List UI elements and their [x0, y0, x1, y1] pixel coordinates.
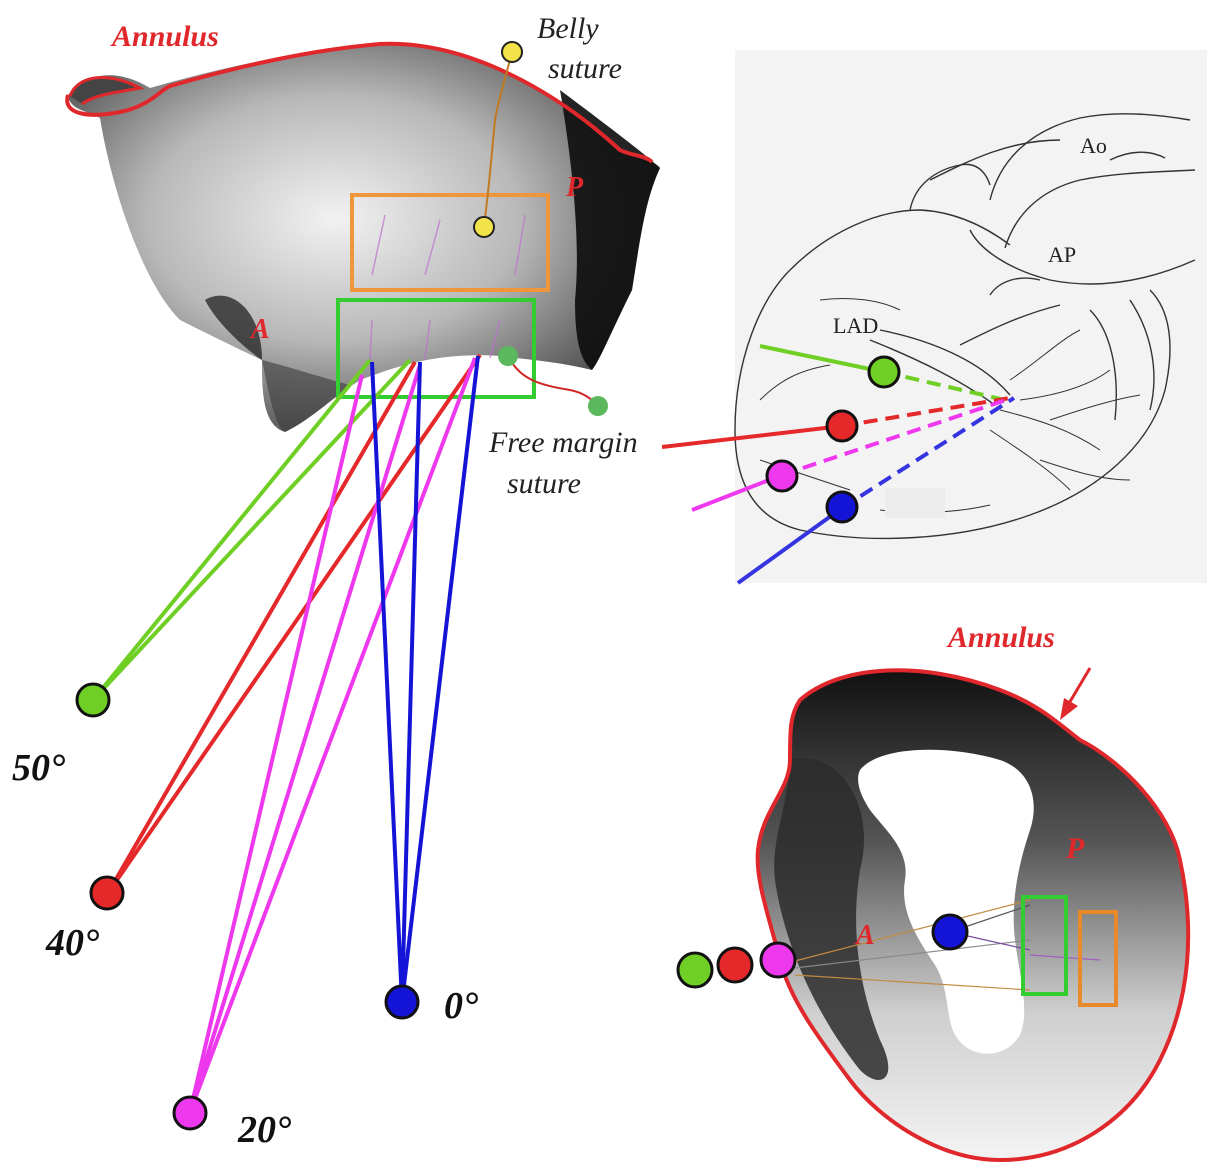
ring-blue-marker: [933, 915, 967, 949]
heart-panel-bg: [735, 50, 1207, 583]
left-annulus-label: Annulus: [110, 20, 219, 53]
left-posterior-label: P: [565, 172, 584, 203]
heart-ap-label: AP: [1048, 242, 1076, 267]
free-margin-suture-marker: [498, 346, 518, 366]
heart-illustration: Ao AP LAD: [662, 50, 1207, 583]
angle-50-label: 50°: [12, 747, 65, 789]
angle-0-label: 0°: [444, 985, 478, 1027]
free-margin-label-line2: suture: [507, 467, 581, 500]
leaflet-3d-model: Annulus Belly suture P A Free margin sut…: [67, 12, 660, 500]
ring-annulus-label: Annulus: [946, 621, 1055, 654]
free-margin-label-line1: Free margin: [488, 426, 638, 459]
ring-magenta-marker: [761, 943, 795, 977]
left-anterior-label: A: [249, 314, 270, 345]
annulus-ring-view: Annulus P A: [678, 621, 1188, 1160]
belly-suture-label-line2: suture: [548, 52, 622, 85]
heart-ao-label: Ao: [1080, 133, 1107, 158]
ring-anterior-label: A: [854, 920, 875, 951]
angle-20-marker: [174, 1097, 206, 1129]
heart-red-marker: [827, 411, 857, 441]
ring-posterior-label: P: [1065, 832, 1085, 865]
belly-suture-marker: [474, 217, 494, 237]
heart-lad-label: LAD: [833, 313, 878, 338]
annulus-arrow: [1060, 668, 1090, 720]
heart-magenta-marker: [767, 461, 797, 491]
heart-green-marker: [869, 357, 899, 387]
heart-blue-marker: [827, 492, 857, 522]
green-50-lines: [93, 360, 410, 700]
belly-suture-label-line1: Belly: [537, 12, 599, 45]
angle-projection-lines: [93, 355, 480, 1112]
blue-0-lines: [372, 356, 478, 1002]
angle-20-label: 20°: [237, 1109, 291, 1151]
angle-40-label: 40°: [45, 922, 99, 964]
ring-green-marker: [678, 953, 712, 987]
heart-blank-patch: [885, 488, 945, 518]
ring-red-marker: [718, 948, 752, 982]
angle-40-marker: [91, 877, 123, 909]
free-margin-suture-marker-end: [588, 396, 608, 416]
belly-suture-marker-top: [502, 42, 522, 62]
angle-0-marker: [386, 986, 418, 1018]
angle-50-marker: [77, 684, 109, 716]
